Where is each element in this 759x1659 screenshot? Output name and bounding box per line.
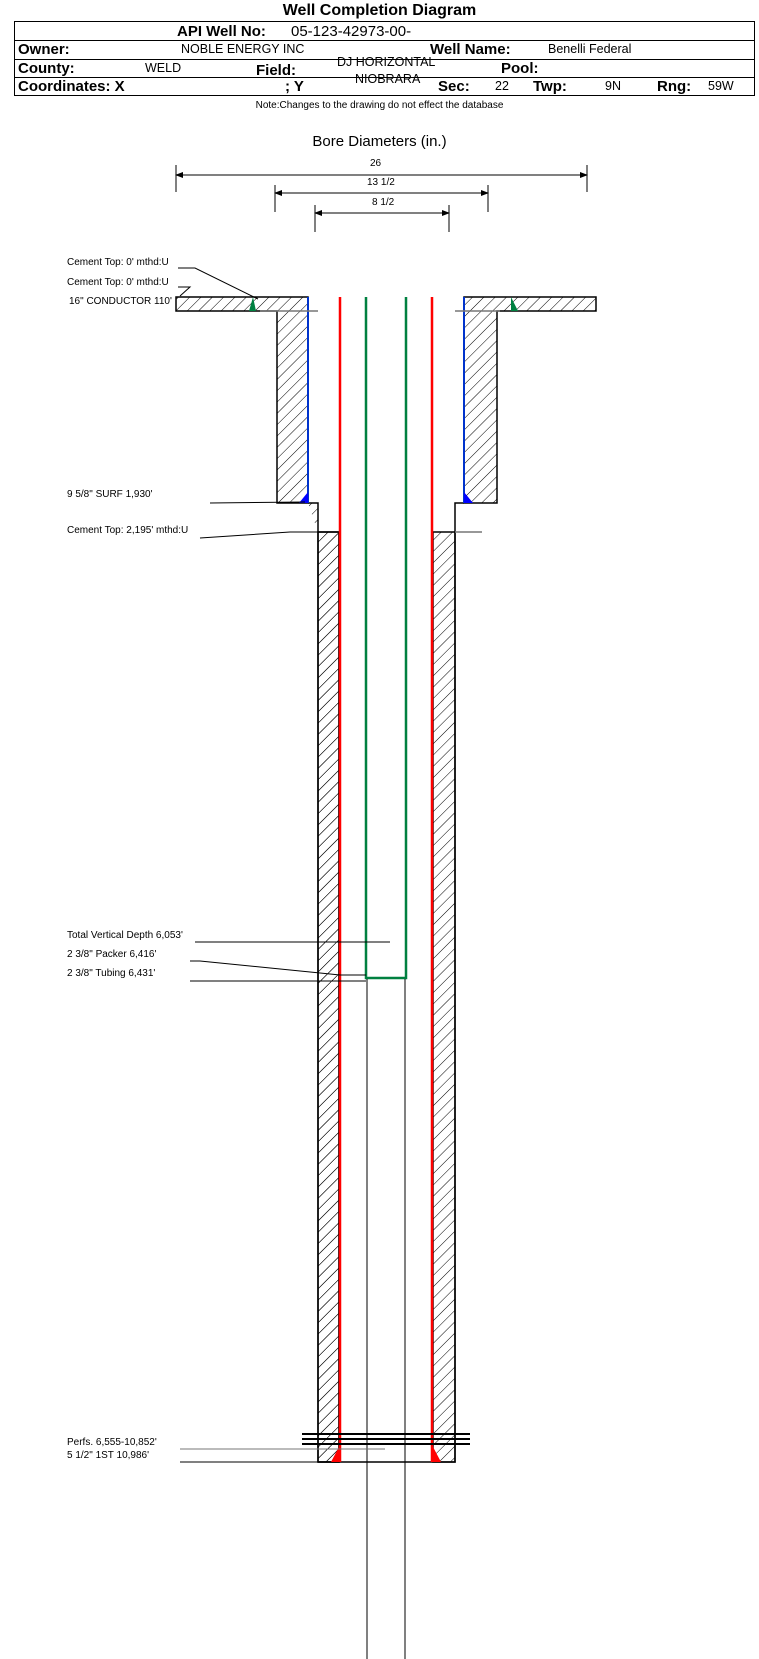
note: Note:Changes to the drawing do not effec… <box>255 100 504 111</box>
page-title: Well Completion Diagram <box>282 2 477 19</box>
open-hole-lines <box>366 979 406 1659</box>
bore-diameter-26: 26 <box>370 158 382 169</box>
owner-label: Owner: <box>18 41 70 58</box>
label-tubing: 2 3/8" Tubing 6,431' <box>67 968 156 979</box>
sec-value: 22 <box>495 79 509 93</box>
rng-label: Rng: <box>657 78 692 95</box>
production-shoe-marks <box>331 1445 441 1462</box>
label-packer: 2 3/8" Packer 6,416' <box>67 949 157 960</box>
bore-diameter-8-1-2: 8 1/2 <box>372 197 395 208</box>
field-value-line1: DJ HORIZONTAL <box>337 55 436 69</box>
twp-value: 9N <box>605 79 621 93</box>
bore-diameters-title: Bore Diameters (in.) <box>312 133 447 150</box>
well-name-value: Benelli Federal <box>548 42 632 56</box>
field-label: Field: <box>256 62 296 79</box>
coord-x-label: Coordinates: X <box>18 78 125 95</box>
surface-shoe-marks <box>299 492 473 503</box>
production-casing <box>338 297 434 1462</box>
leader-lines <box>178 267 390 1463</box>
county-value: WELD <box>145 61 182 75</box>
sec-label: Sec: <box>438 78 470 95</box>
perforations <box>302 1433 470 1445</box>
conductor-shoe-marks <box>249 297 518 311</box>
bore-dimension-lines <box>175 165 588 232</box>
label-conductor: 16" CONDUCTOR 110' <box>69 296 172 307</box>
production-cement <box>308 502 464 1463</box>
label-cement-top-1: Cement Top: 0' mthd:U <box>67 257 169 268</box>
tubing <box>364 297 408 980</box>
api-label: API Well No: <box>177 23 266 40</box>
well-name-label: Well Name: <box>430 41 511 58</box>
label-perforations: Perfs. 6,555-10,852' <box>67 1437 157 1448</box>
coord-y-label: ; Y <box>285 78 304 95</box>
label-total-vertical-depth: Total Vertical Depth 6,053' <box>67 930 183 941</box>
label-surface-casing: 9 5/8" SURF 1,930' <box>67 489 153 500</box>
api-value: 05-123-42973-00- <box>291 23 412 40</box>
owner-value: NOBLE ENERGY INC <box>181 42 305 56</box>
pool-label: Pool: <box>501 60 539 77</box>
twp-label: Twp: <box>533 78 567 95</box>
rng-value: 59W <box>708 79 734 93</box>
surface-casing <box>307 297 465 503</box>
field-value-line2: NIOBRARA <box>355 72 421 86</box>
bore-diameter-13-1-2: 13 1/2 <box>367 177 395 188</box>
conductor-and-surface-cement <box>175 296 597 504</box>
label-production-casing: 5 1/2" 1ST 10,986' <box>67 1450 150 1461</box>
label-cement-top-2: Cement Top: 0' mthd:U <box>67 277 169 288</box>
county-label: County: <box>18 60 75 77</box>
well-header-table: API Well No: 05-123-42973-00- Owner: NOB… <box>14 21 755 96</box>
label-cement-top-3: Cement Top: 2,195' mthd:U <box>67 525 189 536</box>
